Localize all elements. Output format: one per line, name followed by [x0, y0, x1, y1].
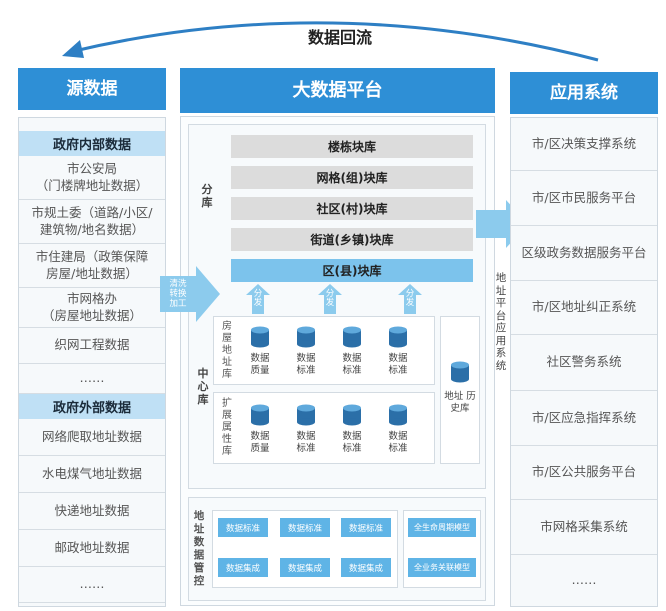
mgmt-standard-1: 数据标准 — [218, 518, 268, 537]
internal-data-item: …… — [19, 364, 165, 394]
external-data-item: 水电煤气地址数据 — [19, 456, 165, 493]
app-item: …… — [571, 571, 597, 587]
app-item: 市网格采集系统 — [511, 500, 657, 555]
library-building: 楼栋块库 — [231, 135, 473, 158]
mgmt-standard-3: 数据标准 — [341, 518, 391, 537]
app-item: 市/区应急指挥系统 — [511, 391, 657, 446]
history-label: 地址 历史库 — [444, 391, 476, 414]
ingest-arrow — [160, 266, 220, 322]
data-return-label: 数据回流 — [307, 28, 372, 47]
database-icon — [389, 326, 407, 348]
apps-side-label: 地址平台应用系统 — [495, 272, 507, 372]
mgmt-lifecycle-model: 全生命周期模型 — [408, 518, 476, 537]
history-box — [440, 316, 480, 464]
database-label: 数据 标准 — [388, 431, 408, 454]
database-icon — [297, 326, 315, 348]
library-street: 街道(乡镇)块库 — [231, 228, 473, 251]
database-label: 数据 标准 — [342, 431, 362, 454]
internal-data-item: 市公安局 （门楼牌地址数据） — [19, 156, 165, 200]
center-extend-row — [213, 392, 435, 464]
database-label: 数据 质量 — [250, 353, 270, 376]
external-data-item: 邮政地址数据 — [19, 530, 165, 567]
database-icon — [251, 326, 269, 348]
external-data-item: 网络爬取地址数据 — [19, 419, 165, 456]
internal-data-item: 市住建局（政策保障 房屋/地址数据） — [19, 244, 165, 288]
external-data-item: 快递地址数据 — [19, 493, 165, 530]
mgmt-integration-2: 数据集成 — [280, 558, 330, 577]
app-item: 区级政务数据服务平台 — [511, 226, 657, 281]
fenku-label: 分库 — [201, 183, 213, 209]
app-item: 市/区公共服务平台 — [511, 446, 657, 500]
external-data-item: …… — [19, 567, 165, 603]
library-community: 社区(村)块库 — [231, 197, 473, 220]
mgmt-integration-1: 数据集成 — [218, 558, 268, 577]
distribute-label-3: 分发 — [405, 289, 415, 308]
database-icon — [251, 404, 269, 426]
mgmt-integration-3: 数据集成 — [341, 558, 391, 577]
library-grid: 网格(组)块库 — [231, 166, 473, 189]
mgmt-standard-2: 数据标准 — [280, 518, 330, 537]
house-address-label: 房屋地址库 — [222, 321, 232, 380]
database-icon — [389, 404, 407, 426]
history-db-icon — [451, 361, 469, 383]
distribute-label-2: 分发 — [325, 289, 335, 308]
database-label: 数据 标准 — [296, 431, 316, 454]
source-column: 政府内部数据市公安局 （门楼牌地址数据）市规土委（道路/小区/ 建筑物/地名数据… — [18, 117, 166, 607]
data-return-arrow — [62, 21, 599, 62]
ingest-label: 清洗 转换 加工 — [169, 279, 187, 309]
library-district: 区(县)块库 — [231, 259, 473, 282]
app-item: 市/区地址纠正系统 — [511, 281, 657, 335]
center-library-label: 中心库 — [197, 367, 209, 406]
internal-data-item: 市规土委（道路/小区/ 建筑物/地名数据） — [19, 200, 165, 244]
database-icon — [343, 326, 361, 348]
distribute-label-1: 分发 — [253, 289, 263, 308]
database-label: 数据 质量 — [250, 431, 270, 454]
external-data-header: 政府外部数据 — [19, 394, 165, 419]
source-header: 源数据 — [18, 68, 166, 110]
apps-column: 市/区决策支撑系统市/区市民服务平台区级政务数据服务平台市/区地址纠正系统社区警… — [510, 117, 658, 607]
apps-header: 应用系统 — [510, 72, 658, 114]
app-item: 社区警务系统 — [511, 335, 657, 391]
database-label: 数据 标准 — [296, 353, 316, 376]
platform-header: 大数据平台 — [180, 68, 495, 113]
database-label: 数据 标准 — [388, 353, 408, 376]
mgmt-business-model: 全业务关联模型 — [408, 558, 476, 577]
app-item: 市/区决策支撑系统 — [511, 118, 657, 171]
extended-attr-label: 扩展属性库 — [222, 398, 232, 457]
distribute-arrows — [246, 284, 422, 314]
management-label: 地址数据管控 — [193, 510, 205, 587]
database-label: 数据 标准 — [342, 353, 362, 376]
internal-data-item: 织网工程数据 — [19, 328, 165, 364]
database-icon — [343, 404, 361, 426]
internal-data-header: 政府内部数据 — [19, 131, 165, 156]
internal-data-item: 市网格办 （房屋地址数据） — [19, 288, 165, 328]
app-item: 市/区市民服务平台 — [511, 171, 657, 226]
database-icon — [297, 404, 315, 426]
